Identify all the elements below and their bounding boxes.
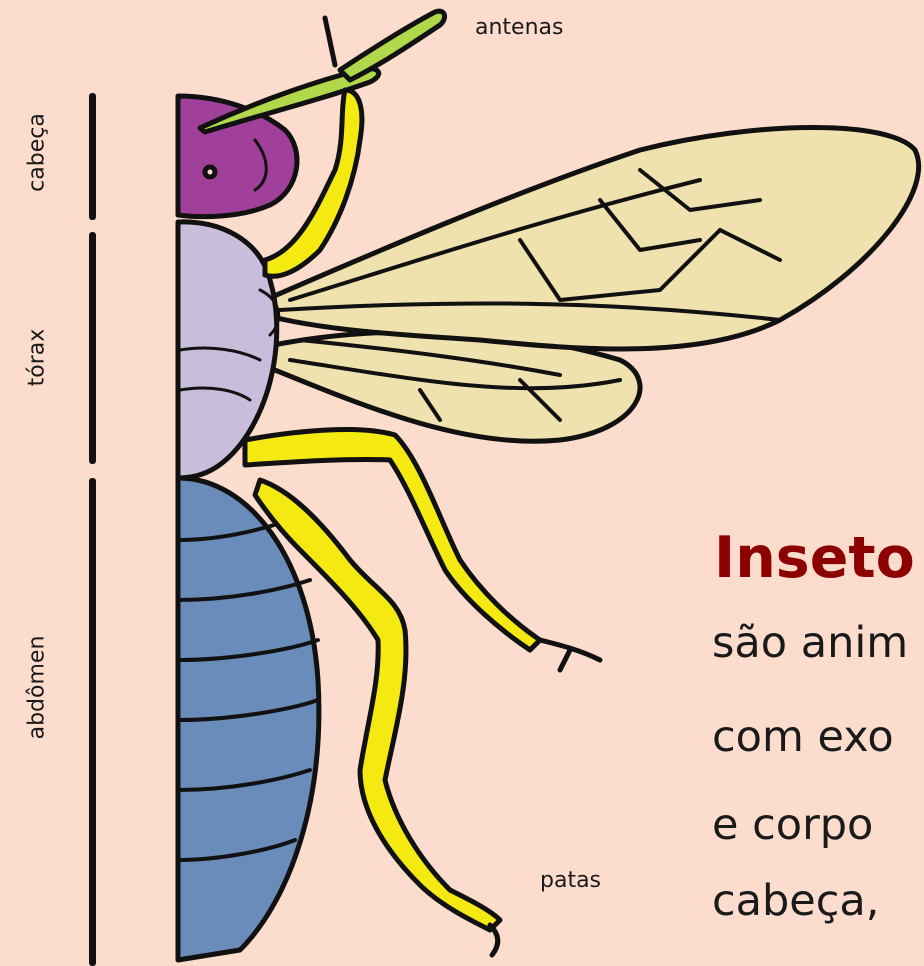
antennae-label: antenas	[475, 15, 563, 40]
description-line-1: são anim	[712, 618, 908, 668]
description-line-3: e corpo	[712, 800, 873, 850]
description-line-2: com exo	[712, 712, 894, 762]
title: Inseto	[714, 525, 915, 591]
front-wing	[265, 128, 919, 349]
antenna-right	[340, 11, 445, 80]
legs-label: patas	[540, 868, 601, 893]
description-line-4: cabeça,	[712, 876, 879, 926]
eye	[205, 167, 215, 177]
